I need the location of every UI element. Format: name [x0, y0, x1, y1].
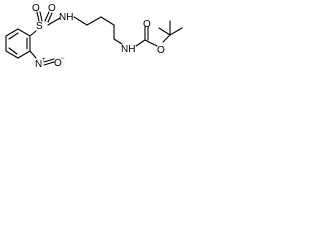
nitro-o-label: O	[54, 58, 62, 69]
carbonyl-o-label: O	[143, 19, 151, 30]
sulfonyl-s-label: S	[36, 21, 43, 32]
nitro-o-charge: −	[61, 56, 65, 62]
carbamate-nh-label: NH	[121, 44, 135, 55]
nitro-n-charge: +	[42, 57, 46, 63]
tert-butyl-group	[158, 20, 183, 43]
ester-o-label: O	[157, 45, 165, 56]
sulfonamide-nh-label: NH	[59, 12, 73, 23]
carbamate-group: O O	[135, 19, 165, 56]
sulfonyl-group: S O O	[32, 3, 61, 32]
ring-sulfur-bond	[29, 30, 37, 37]
nitro-group: N + O −	[29, 50, 65, 70]
nitro-n-label: N	[35, 59, 42, 70]
butyl-chain	[73, 16, 123, 45]
molecule-structure: S O O NH NH O O N +	[5, 3, 183, 70]
sulfonyl-o-left-label: O	[32, 3, 40, 14]
sulfonyl-o-right-label: O	[48, 3, 56, 14]
benzene-ring	[5, 28, 31, 59]
